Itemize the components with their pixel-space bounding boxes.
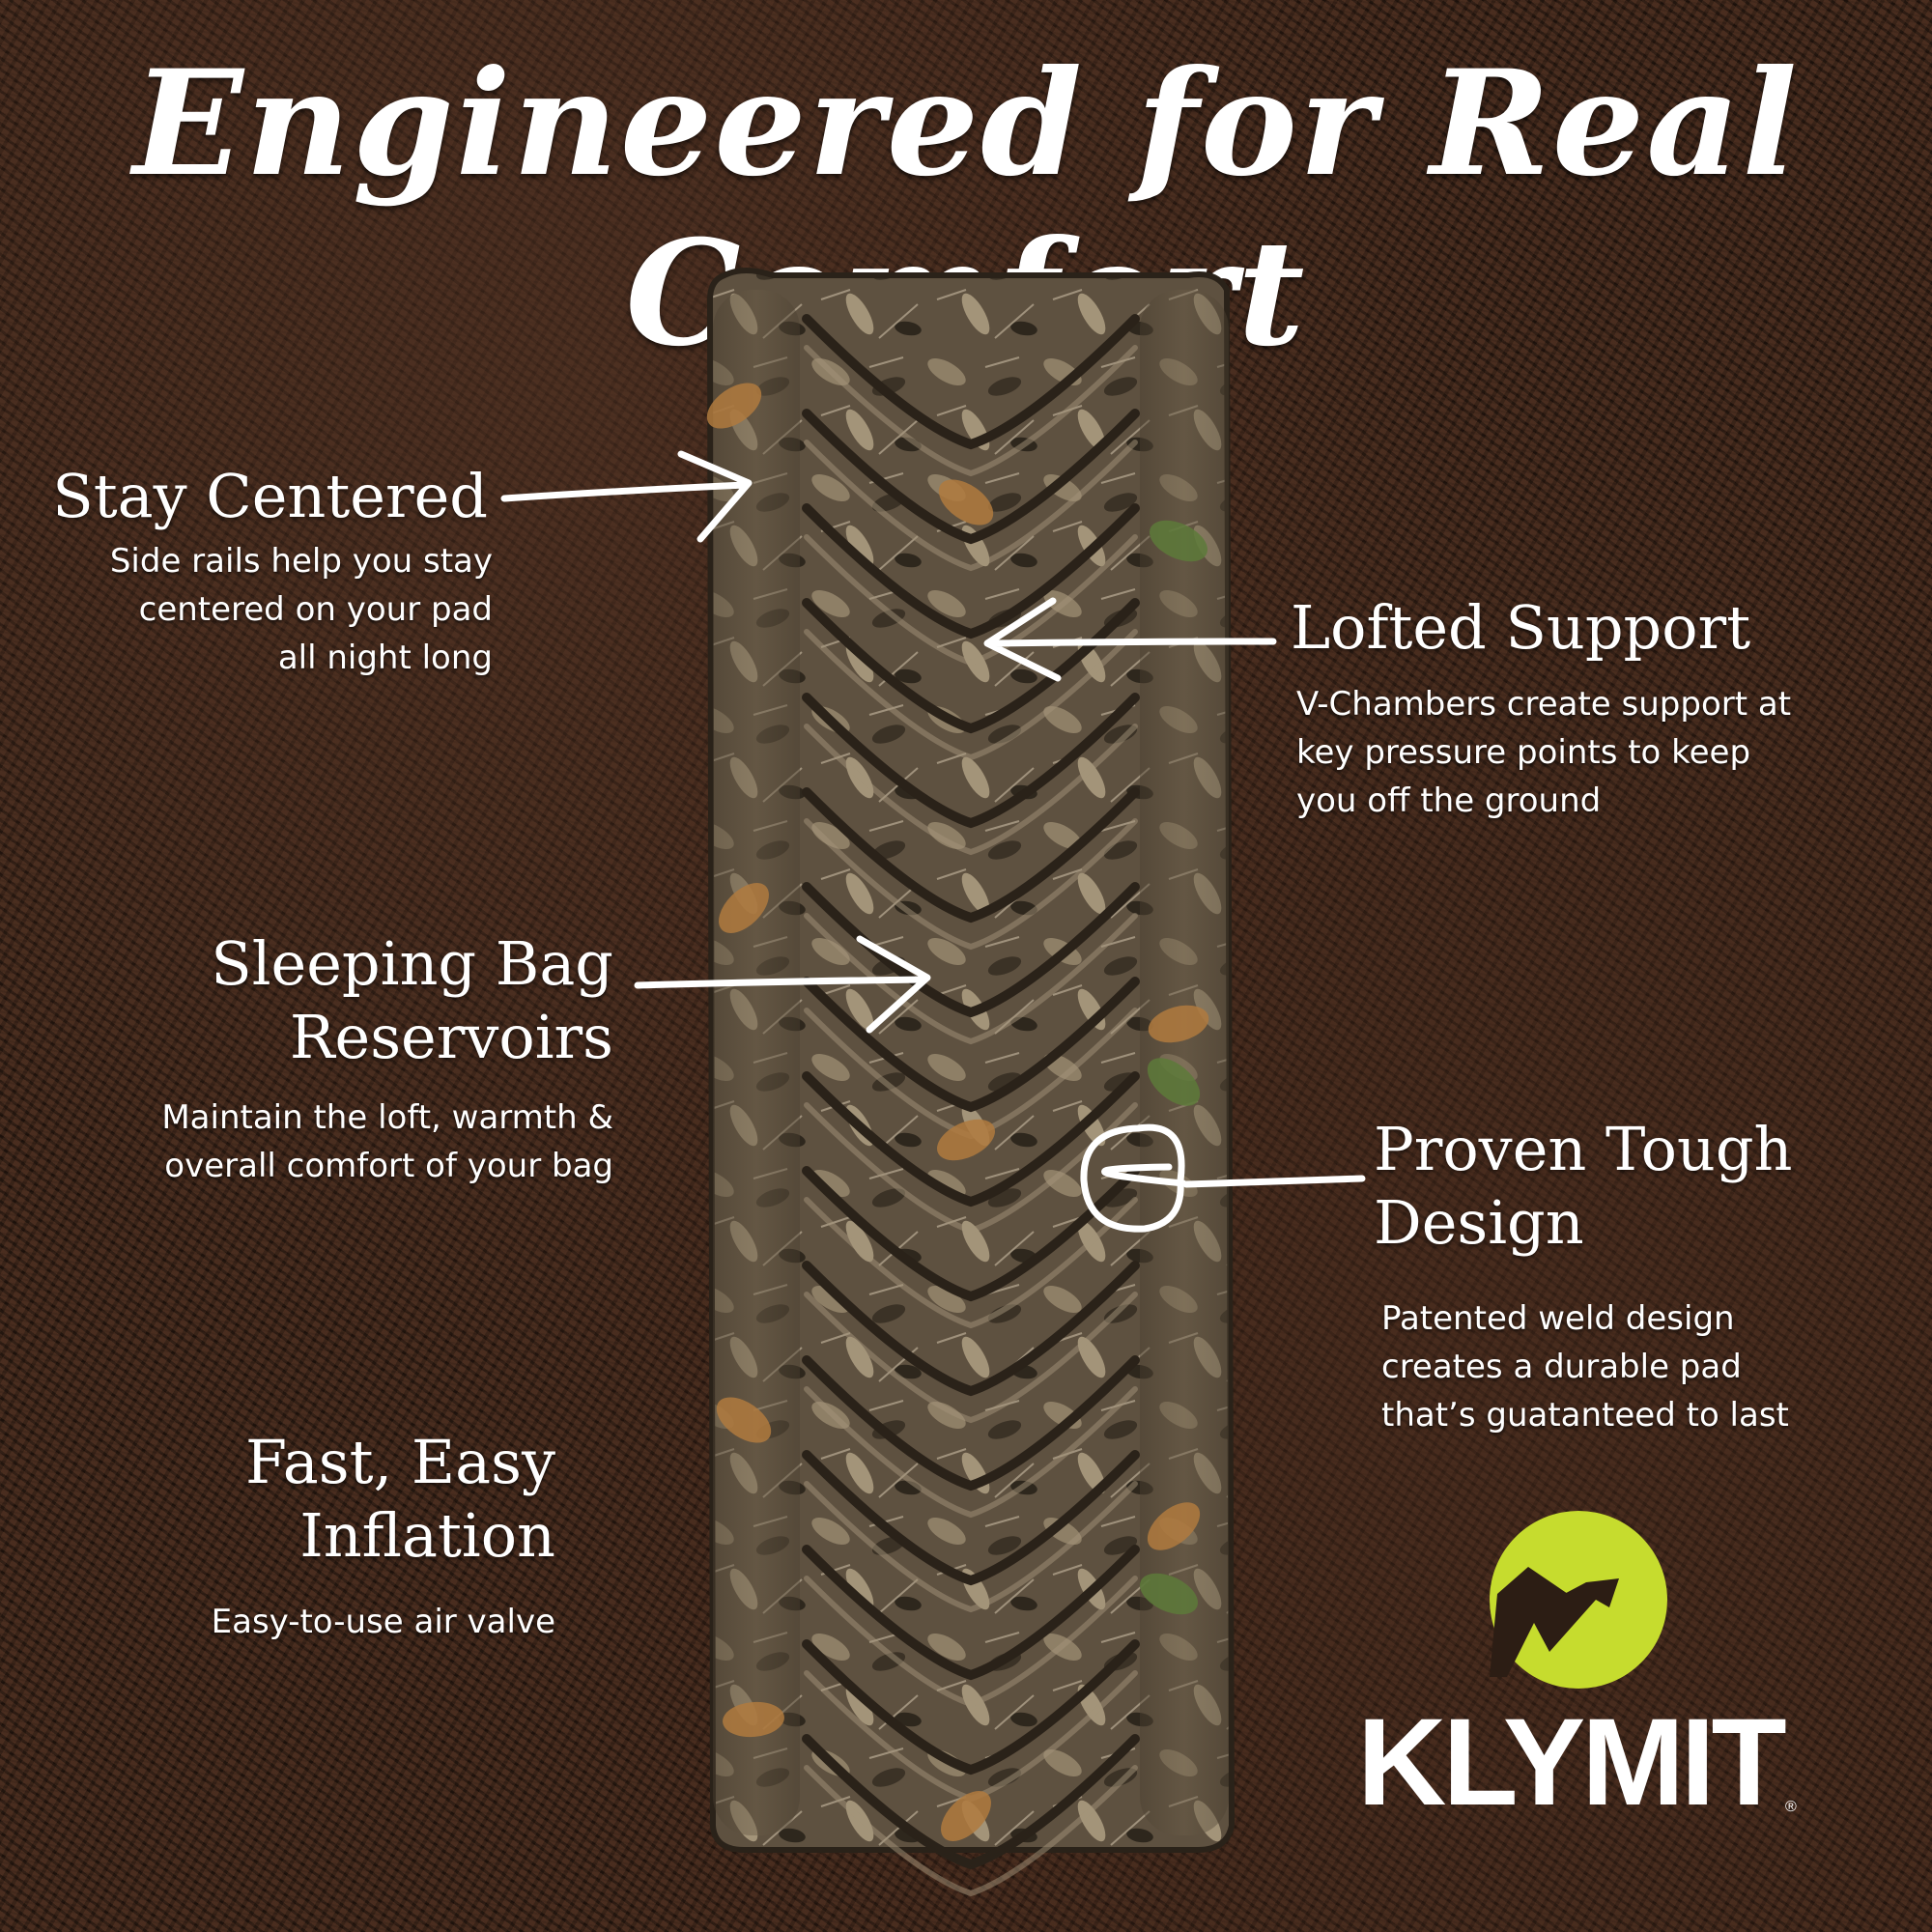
stay-centered-title: Stay Centered xyxy=(52,461,488,531)
desc-line: Patented weld design xyxy=(1381,1299,1735,1338)
arrow-lofted-support xyxy=(983,597,1277,682)
desc-line: creates a durable pad xyxy=(1381,1348,1742,1386)
chamber-highlight xyxy=(804,629,1138,761)
chamber-weld xyxy=(802,409,1140,545)
chamber-highlight xyxy=(804,1481,1138,1613)
chamber-highlight xyxy=(804,724,1138,856)
chamber-weld xyxy=(802,1734,1140,1870)
chamber-weld xyxy=(802,598,1140,734)
leaf-shape xyxy=(938,479,994,526)
chamber-highlight xyxy=(804,345,1138,477)
klymit-logo-mark xyxy=(1490,1511,1667,1689)
desc-line: V-Chambers create support at xyxy=(1296,685,1792,724)
leaf-shape xyxy=(937,1119,995,1161)
arrow-stay-centered xyxy=(500,450,753,543)
chamber-highlight xyxy=(804,1292,1138,1424)
leaf-shape xyxy=(1148,1005,1209,1043)
lofted-support-title: Lofted Support xyxy=(1291,592,1751,663)
title-line: Fast, Easy xyxy=(245,1427,555,1497)
right-side-rail xyxy=(1140,290,1229,1835)
fast-easy-title: Fast, Easy Inflation xyxy=(58,1426,555,1573)
leaf-shape xyxy=(723,1701,784,1738)
chamber-weld xyxy=(802,693,1140,829)
line-proven-tough xyxy=(1182,1175,1366,1188)
chamber-weld xyxy=(802,977,1140,1113)
desc-line: all night long xyxy=(277,639,493,677)
desc-line: key pressure points to keep xyxy=(1296,733,1751,772)
desc-line: Maintain the loft, warmth & xyxy=(161,1098,613,1137)
desc-line: centered on your pad xyxy=(138,590,493,629)
desc-line: that’s guatanteed to last xyxy=(1381,1396,1789,1435)
circle-proven-tough xyxy=(1080,1123,1187,1233)
chamber-highlight xyxy=(804,534,1138,667)
title-line: Inflation xyxy=(299,1500,555,1571)
leaf-shape xyxy=(1147,1502,1201,1550)
leaf-shape xyxy=(1150,520,1208,562)
desc-line: overall comfort of your bag xyxy=(164,1147,613,1185)
fast-easy-desc: Easy-to-use air valve xyxy=(58,1598,555,1646)
v-chambers xyxy=(802,314,1140,1897)
stay-centered-desc: Side rails help you stay centered on you… xyxy=(39,537,493,682)
chamber-highlight xyxy=(804,1576,1138,1708)
registered-mark: ® xyxy=(1785,1799,1797,1815)
chamber-highlight xyxy=(804,818,1138,951)
title-line: Design xyxy=(1374,1187,1584,1258)
chamber-weld xyxy=(802,1071,1140,1208)
camo-leaves xyxy=(706,383,1209,1841)
chamber-weld xyxy=(802,787,1140,923)
chamber-weld xyxy=(802,314,1140,450)
leaf-shape xyxy=(706,383,762,429)
chamber-weld xyxy=(802,1355,1140,1492)
arrow-sleeping-bag xyxy=(634,935,931,1034)
desc-line: Easy-to-use air valve xyxy=(211,1603,555,1641)
leaf-shape xyxy=(941,1791,991,1841)
leaf-shape xyxy=(1140,1573,1198,1615)
chamber-highlight xyxy=(804,440,1138,572)
sleeping-bag-desc: Maintain the loft, warmth & overall comf… xyxy=(58,1094,613,1190)
title-line: Proven Tough xyxy=(1374,1114,1793,1184)
chamber-highlight xyxy=(804,1102,1138,1235)
chamber-weld xyxy=(802,1166,1140,1302)
title-line: Reservoirs xyxy=(289,1002,613,1072)
chamber-weld xyxy=(802,1450,1140,1586)
chamber-highlight xyxy=(804,1386,1138,1519)
chamber-weld xyxy=(802,1261,1140,1397)
sleeping-bag-title: Sleeping Bag Reservoirs xyxy=(58,927,613,1074)
desc-line: you off the ground xyxy=(1296,781,1602,820)
leaf-shape xyxy=(716,1397,772,1443)
proven-tough-title: Proven Tough Design xyxy=(1374,1113,1915,1260)
chamber-weld xyxy=(802,1639,1140,1776)
leaf-shape xyxy=(719,883,769,933)
chamber-highlight xyxy=(804,1765,1138,1897)
annotation-arrows xyxy=(500,450,1366,1233)
brand-wordmark: KLYMIT xyxy=(1357,1693,1787,1832)
logo-mountain-icon xyxy=(1490,1567,1619,1677)
chamber-highlight xyxy=(804,913,1138,1045)
desc-line: Side rails help you stay xyxy=(109,542,493,581)
lofted-support-desc: V-Chambers create support at key pressur… xyxy=(1296,680,1895,825)
left-side-rail xyxy=(713,290,800,1835)
chamber-highlight xyxy=(804,1197,1138,1329)
title-line: Sleeping Bag xyxy=(211,928,613,999)
chamber-weld xyxy=(802,1545,1140,1681)
leaf-shape xyxy=(1147,1058,1201,1106)
proven-tough-desc: Patented weld design creates a durable p… xyxy=(1381,1294,1922,1439)
chamber-weld xyxy=(802,503,1140,639)
